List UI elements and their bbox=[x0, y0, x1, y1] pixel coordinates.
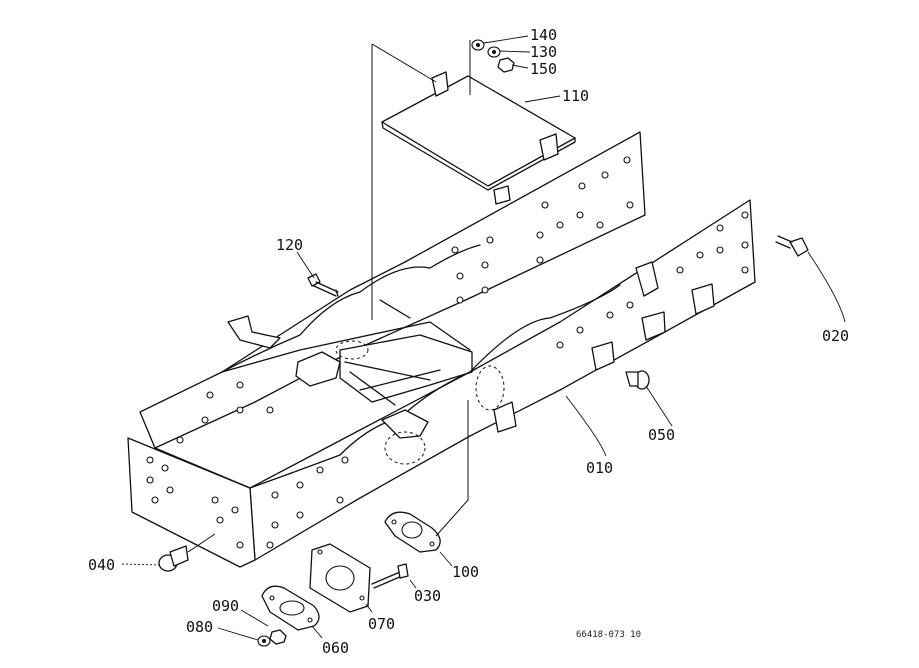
cross-brace bbox=[344, 361, 441, 406]
label-030: 030 bbox=[414, 587, 441, 605]
left-rail-holes bbox=[176, 156, 634, 444]
label-070: 070 bbox=[368, 615, 395, 633]
cover-guide-line bbox=[371, 40, 471, 320]
frame-assembly bbox=[127, 131, 756, 568]
bracket-front bbox=[381, 409, 429, 439]
hidden-hole-left bbox=[335, 340, 369, 360]
nut-washer-stack bbox=[471, 39, 515, 73]
nut-080-090 bbox=[257, 629, 287, 647]
label-080: 080 bbox=[186, 618, 213, 636]
label-140: 130 bbox=[530, 43, 557, 61]
floor-edge bbox=[154, 299, 471, 489]
label-150: 150 bbox=[530, 60, 557, 78]
label-130: 140 bbox=[530, 26, 557, 44]
cross-member bbox=[339, 334, 473, 403]
label-020: 020 bbox=[822, 327, 849, 345]
bracket-right-2 bbox=[641, 311, 666, 341]
label-120: 120 bbox=[276, 236, 303, 254]
hidden-hole-right bbox=[475, 365, 505, 411]
plate-070 bbox=[309, 543, 371, 613]
label-040: 040 bbox=[88, 556, 115, 574]
label-050: 050 bbox=[648, 426, 675, 444]
bracket-right-4 bbox=[635, 261, 659, 297]
bracket-right-1 bbox=[591, 341, 615, 371]
label-060: 060 bbox=[322, 639, 349, 657]
gasket-060 bbox=[261, 585, 320, 631]
right-rail-top-edge bbox=[249, 284, 621, 489]
front-end-plate bbox=[127, 437, 256, 568]
bracket-block bbox=[493, 401, 517, 433]
plug-050 bbox=[625, 370, 650, 390]
right-rail-holes bbox=[266, 211, 749, 549]
label-100: 100 bbox=[452, 563, 479, 581]
bracket-right-3 bbox=[691, 283, 715, 315]
flange-100 bbox=[384, 400, 469, 553]
drawing-code: 66418-073 10 bbox=[576, 630, 641, 640]
bolt-120 bbox=[307, 273, 339, 297]
label-090: 090 bbox=[212, 597, 239, 615]
plug-040 bbox=[158, 533, 216, 572]
bracket-center bbox=[295, 351, 341, 387]
bracket-left bbox=[227, 315, 281, 349]
label-010: 010 bbox=[586, 459, 613, 477]
left-rail-web bbox=[139, 131, 646, 449]
cover-plate-110 bbox=[381, 71, 576, 205]
label-110: 110 bbox=[562, 87, 589, 105]
end-plate-holes bbox=[146, 456, 244, 549]
leader-lines bbox=[121, 35, 846, 641]
bolt-030 bbox=[371, 563, 409, 589]
hidden-hole-front bbox=[384, 431, 426, 465]
bolt-020 bbox=[775, 235, 809, 257]
